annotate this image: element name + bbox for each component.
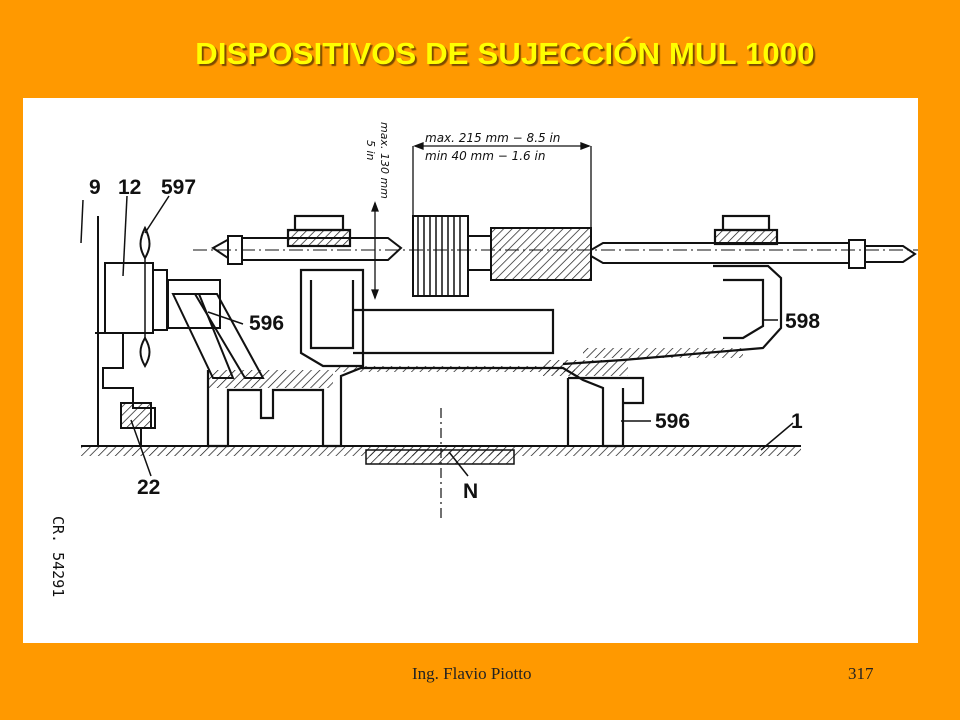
label-9: 9 <box>89 176 101 199</box>
leader-lines <box>80 195 794 477</box>
label-n: N <box>463 480 478 503</box>
label-596-arm: 596 <box>249 312 284 335</box>
label-596-base: 596 <box>655 410 690 433</box>
label-1: 1 <box>791 410 803 433</box>
label-597: 597 <box>161 176 196 199</box>
dimension-lines <box>371 142 592 300</box>
diagram-panel: 9 12 597 596 598 596 1 22 N max. 215 mm … <box>23 98 918 643</box>
label-12: 12 <box>118 176 141 199</box>
main-frame <box>206 214 783 448</box>
page-number: 317 <box>848 664 874 683</box>
reference-code: CR. 54291 <box>49 516 67 597</box>
dimension-max-length: max. 215 mm − 8.5 in <box>425 131 560 145</box>
footer-author: Ing. Flavio Piotto <box>412 664 532 683</box>
label-22: 22 <box>137 476 160 499</box>
label-598: 598 <box>785 310 820 333</box>
spindle-shaft <box>193 215 918 297</box>
dimension-max-height: max. 130 mm <box>378 122 391 199</box>
slide-title: DISPOSITIVOS DE SUJECCIÓN MUL 1000 <box>195 36 815 71</box>
dimension-min-length: min 40 mm − 1.6 in <box>425 149 545 163</box>
dimension-max-height-in: 5 in <box>364 140 377 161</box>
chuck-assembly <box>95 216 221 446</box>
clamping-device-drawing: 9 12 597 596 598 596 1 22 N max. 215 mm … <box>49 122 918 597</box>
left-support-arm <box>171 293 265 379</box>
t-slot-n <box>365 408 515 518</box>
